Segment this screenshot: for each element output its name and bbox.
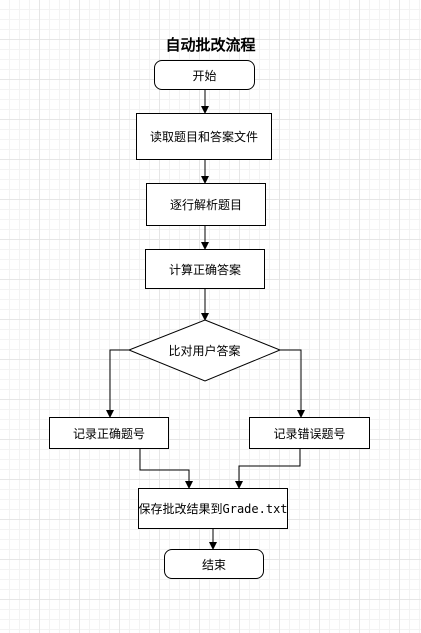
connector-compare-wrong [280,349,305,418]
save-results-node-label: 保存批改结果到Grade.txt [138,500,287,517]
start-node: 开始 [154,60,255,90]
parse-lines-node: 逐行解析题目 [146,183,266,226]
read-files-node: 读取题目和答案文件 [136,113,272,160]
diagram-title: 自动批改流程 [165,36,256,54]
end-node-label: 结束 [201,557,226,572]
save-results-prefix: 保存批改结果到 [138,502,223,516]
compute-answer-node-label: 计算正确答案 [168,262,241,277]
save-results-filename: Grade.txt [222,502,288,516]
compare-decision-diamond [127,319,282,382]
connector-compare-correct [106,349,129,418]
compare-answer-label: 比对用户答案 [168,344,241,358]
record-correct-node-label: 记录正确题号 [72,426,145,441]
connector-wrong-save [235,449,301,489]
compare-answer-label-box: 比对用户答案 [129,320,280,381]
compute-answer-node: 计算正确答案 [145,249,265,289]
record-wrong-node: 记录错误题号 [249,417,370,449]
start-node-label: 开始 [192,68,217,83]
record-correct-node: 记录正确题号 [49,417,169,449]
save-results-node: 保存批改结果到Grade.txt [138,488,288,529]
connector-correct-save [139,449,193,489]
read-files-node-label: 读取题目和答案文件 [149,130,258,144]
record-wrong-node-label: 记录错误题号 [273,426,346,441]
end-node: 结束 [164,549,264,579]
parse-lines-node-label: 逐行解析题目 [169,198,242,212]
